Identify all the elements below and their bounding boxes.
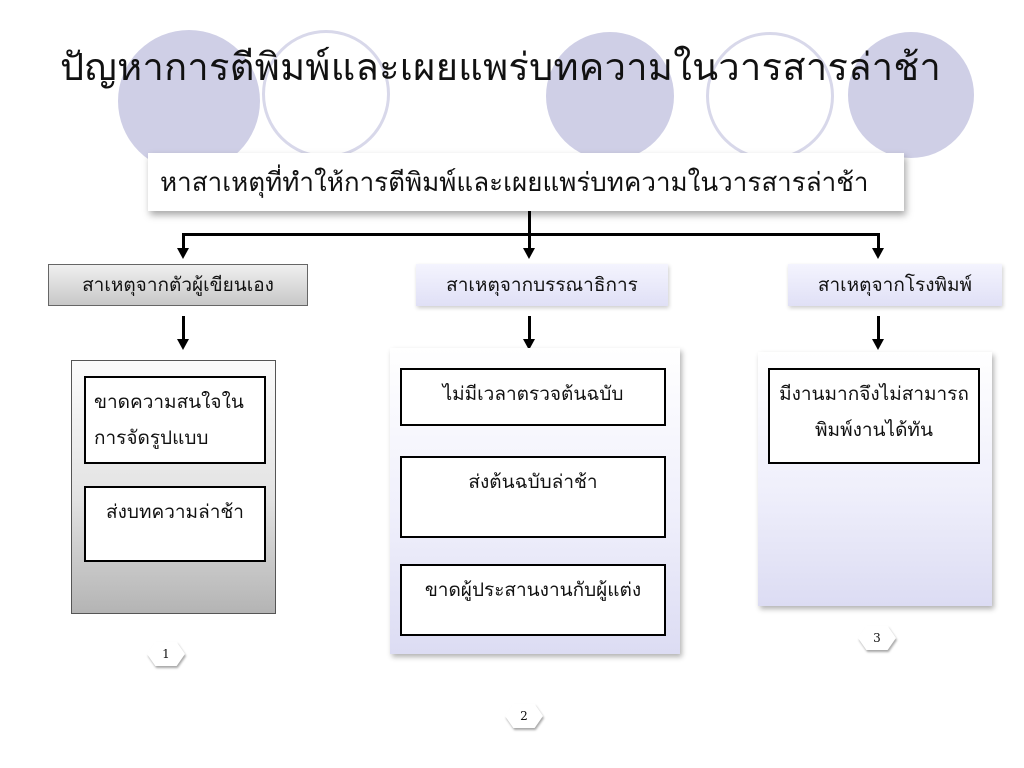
step-number-1: 1 xyxy=(147,642,185,666)
connector-branch-2 xyxy=(528,233,531,249)
category-printer: สาเหตุจากโรงพิมพ์ xyxy=(788,264,1002,306)
category-editor: สาเหตุจากบรรณาธิการ xyxy=(416,264,668,306)
category-author: สาเหตุจากตัวผู้เขียนเอง xyxy=(48,264,308,306)
step-number-label: 2 xyxy=(505,704,543,728)
decor-ring-1 xyxy=(262,30,390,158)
connector-category-1 xyxy=(182,316,185,340)
cause-item: ส่งต้นฉบับล่าช้า xyxy=(400,456,666,538)
decor-circle-2 xyxy=(546,32,674,160)
arrowhead-category-3 xyxy=(872,339,884,350)
connector-category-2 xyxy=(528,316,531,340)
decor-circle-1 xyxy=(118,30,260,172)
step-number-2: 2 xyxy=(505,704,543,728)
arrowhead-branch-3 xyxy=(872,248,884,259)
connector-branch-1 xyxy=(182,233,185,249)
cause-item: ขาดผู้ประสานงานกับผู้แต่ง xyxy=(400,564,666,636)
cause-item: ขาดความสนใจในการจัดรูปแบบ xyxy=(84,376,266,464)
connector-category-3 xyxy=(877,316,880,340)
arrowhead-category-1 xyxy=(177,339,189,350)
step-number-3: 3 xyxy=(858,626,896,650)
cause-item: มีงานมากจึงไม่สามารถพิมพ์งานได้ทัน xyxy=(768,368,980,464)
connector-branch-3 xyxy=(877,233,880,249)
step-number-label: 3 xyxy=(858,626,896,650)
arrowhead-branch-1 xyxy=(177,248,189,259)
arrowhead-branch-2 xyxy=(523,248,535,259)
arrowhead-category-2 xyxy=(523,339,535,350)
decor-ring-2 xyxy=(706,32,834,160)
cause-item: ไม่มีเวลาตรวจต้นฉบับ xyxy=(400,368,666,426)
step-number-label: 1 xyxy=(147,642,185,666)
cause-item: ส่งบทความล่าช้า xyxy=(84,486,266,562)
root-node: หาสาเหตุที่ทำให้การตีพิมพ์และเผยแพร่บทคว… xyxy=(148,153,904,211)
decor-circle-3 xyxy=(848,32,974,158)
page-title: ปัญหาการตีพิมพ์และเผยแพร่บทความในวารสารล… xyxy=(60,45,942,89)
connector-horizontal xyxy=(182,233,880,236)
connector-root-stem xyxy=(528,211,531,235)
